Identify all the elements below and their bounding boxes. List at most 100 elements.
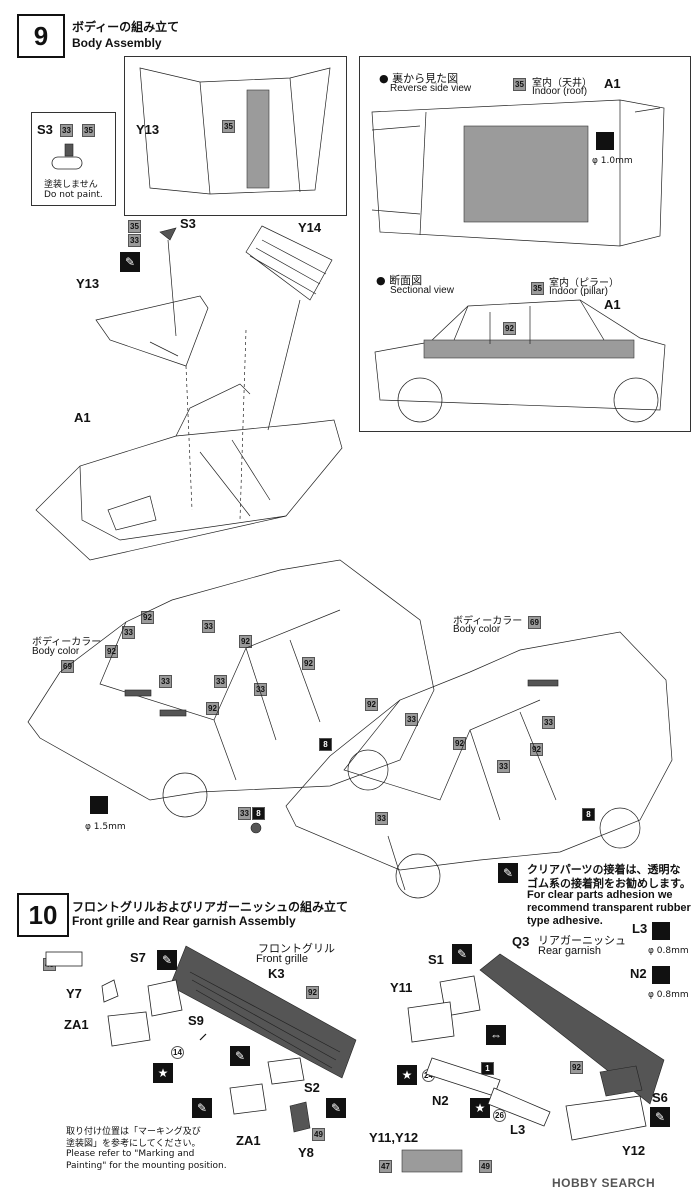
- step-9-title-jp: ボディーの組み立て: [72, 20, 180, 34]
- color-33-swatch-small: 33: [238, 807, 251, 820]
- mount-note-en-2: Painting" for the mounting position.: [66, 1161, 227, 1171]
- clear-note-en-3: type adhesive.: [527, 915, 603, 927]
- clear-note-jp-2: ゴム系の接着剤をお勧めします。: [527, 877, 691, 890]
- color-92-left-4: 92: [302, 657, 315, 670]
- n2-label: N2: [630, 966, 647, 981]
- do-not-paint-en: Do not paint.: [44, 190, 103, 200]
- front-grille-en: Front grille: [256, 953, 308, 965]
- color-33-right-2: 33: [542, 716, 555, 729]
- rear-garnish-jp: リアガーニッシュ: [538, 934, 626, 947]
- step-10-number-box: 10: [17, 893, 69, 937]
- step-9-title-en: Body Assembly: [72, 36, 162, 50]
- indoor-roof-jp: 室内（天井）: [532, 78, 592, 89]
- color-33-left-4: 33: [214, 675, 227, 688]
- small-part-drawing: [250, 822, 262, 834]
- drill-icon-roof: [596, 132, 614, 150]
- y7-label: Y7: [66, 986, 82, 1001]
- s3-label: S3: [180, 216, 196, 231]
- body-color-jp-right: ボディーカラー: [453, 616, 523, 627]
- front-grille-jp: フロントグリル: [258, 942, 335, 955]
- clear-glue-icon: ✎: [498, 863, 518, 883]
- watermark-text: HOBBY SEARCH: [552, 1176, 656, 1190]
- n2-label-b: N2: [432, 1093, 449, 1108]
- color-33-left-2: 33: [202, 620, 215, 633]
- color-35-swatch: 35: [82, 124, 95, 137]
- s9-label: S9: [188, 1013, 204, 1028]
- drill-size-l3: φ 0.8mm: [648, 946, 689, 956]
- body-color-jp-left: ボディーカラー: [32, 637, 102, 648]
- sectional-view-title-en: Sectional view: [390, 285, 454, 296]
- k3-label: K3: [268, 966, 285, 981]
- color-92-right-1: 92: [365, 698, 378, 711]
- s2-label: S2: [304, 1080, 320, 1095]
- glue-icon-s2: ✎: [326, 1098, 346, 1118]
- color-49-swatch-lens: 49: [479, 1160, 492, 1173]
- y13-inset-label: Y13: [136, 122, 160, 137]
- drill-icon-left-car: [90, 796, 108, 814]
- clear-note-jp-1: クリアパーツの接着は、透明な: [527, 863, 681, 876]
- color-92-swatch-rear: 92: [570, 1061, 583, 1074]
- glue-icon-s6: ✎: [650, 1107, 670, 1127]
- l3-label-b: L3: [510, 1122, 526, 1137]
- color-8-swatch-small: 8: [252, 807, 265, 820]
- do-not-paint-jp: 塗装しません: [44, 180, 98, 190]
- za1-label-b: ZA1: [236, 1133, 261, 1148]
- s6-label: S6: [652, 1090, 668, 1105]
- color-8-right: 8: [582, 808, 595, 821]
- color-1-swatch: 1: [481, 1062, 494, 1075]
- reverse-view-drawing: [371, 99, 665, 247]
- star-icon-rear-2: ★: [470, 1098, 490, 1118]
- color-35-swatch-roof: 35: [513, 78, 526, 91]
- color-33-left-5: 33: [254, 683, 267, 696]
- y8-label: Y8: [298, 1145, 314, 1160]
- y11y12-label: Y11,Y12: [369, 1130, 419, 1145]
- color-92-right-3: 92: [530, 743, 543, 756]
- body-color-en-left: Body color: [32, 646, 80, 657]
- sectional-view-title-jp: ● 断面図: [376, 274, 423, 287]
- star-icon-grille: ★: [153, 1063, 173, 1083]
- y13-inset-drawing: [139, 67, 331, 195]
- s3-inset-label: S3: [37, 122, 53, 137]
- step-9-number-box: 9: [17, 14, 65, 58]
- indoor-pillar-jp: 室内（ピラー）: [549, 278, 619, 289]
- l3-label: L3: [632, 921, 648, 936]
- color-69-swatch-right: 69: [528, 616, 541, 629]
- sectional-view-drawing: [374, 299, 666, 423]
- drill-icon-n2: [652, 966, 670, 984]
- arrow-icon-rear: ⇔: [486, 1025, 506, 1045]
- color-92-left-3: 92: [239, 635, 252, 648]
- color-35-swatch-y13: 35: [222, 120, 235, 133]
- a1-label-roof: A1: [604, 76, 621, 91]
- left-car-drawing: [27, 559, 435, 818]
- clear-glue-icon-grille: ✎: [192, 1098, 212, 1118]
- mount-note-jp-1: 取り付け位置は「マーキング及び: [66, 1127, 201, 1137]
- step-10-title-jp: フロントグリルおよびリアガーニッシュの組み立て: [72, 900, 349, 914]
- color-33-swatch: 33: [60, 124, 73, 137]
- a1-label-pillar: A1: [604, 297, 621, 312]
- s7-label: S7: [130, 950, 146, 965]
- glue-icon-s3: ✎: [120, 252, 140, 272]
- za1-label: ZA1: [64, 1017, 89, 1032]
- color-33-right-3: 33: [497, 760, 510, 773]
- color-47-swatch: 47: [379, 1160, 392, 1173]
- color-35-swatch-s3: 35: [128, 220, 141, 233]
- s1-label: S1: [428, 952, 444, 967]
- color-33-right-4: 33: [375, 812, 388, 825]
- mirror-inset-drawing: [51, 143, 83, 170]
- color-92-swatch-grille: 92: [306, 986, 319, 999]
- color-26-swatch: 26: [493, 1109, 506, 1122]
- color-92-swatch-pillar: 92: [503, 322, 516, 335]
- y12-label: Y12: [622, 1143, 646, 1158]
- a1-label-main: A1: [74, 410, 91, 425]
- y11-label: Y11: [390, 980, 413, 995]
- drill-size-roof: φ 1.0mm: [592, 156, 633, 166]
- step-10-title-en: Front grille and Rear garnish Assembly: [72, 914, 296, 928]
- y13-label: Y13: [76, 276, 100, 291]
- clear-note-en-2: recommend transparent rubber: [527, 902, 691, 914]
- rear-garnish-en: Rear garnish: [538, 945, 601, 957]
- q3-label: Q3: [512, 934, 530, 949]
- star-icon-rear-1: ★: [397, 1065, 417, 1085]
- color-92-left-5: 92: [206, 702, 219, 715]
- mount-note-jp-2: 塗装図」を参考にしてください。: [66, 1139, 201, 1149]
